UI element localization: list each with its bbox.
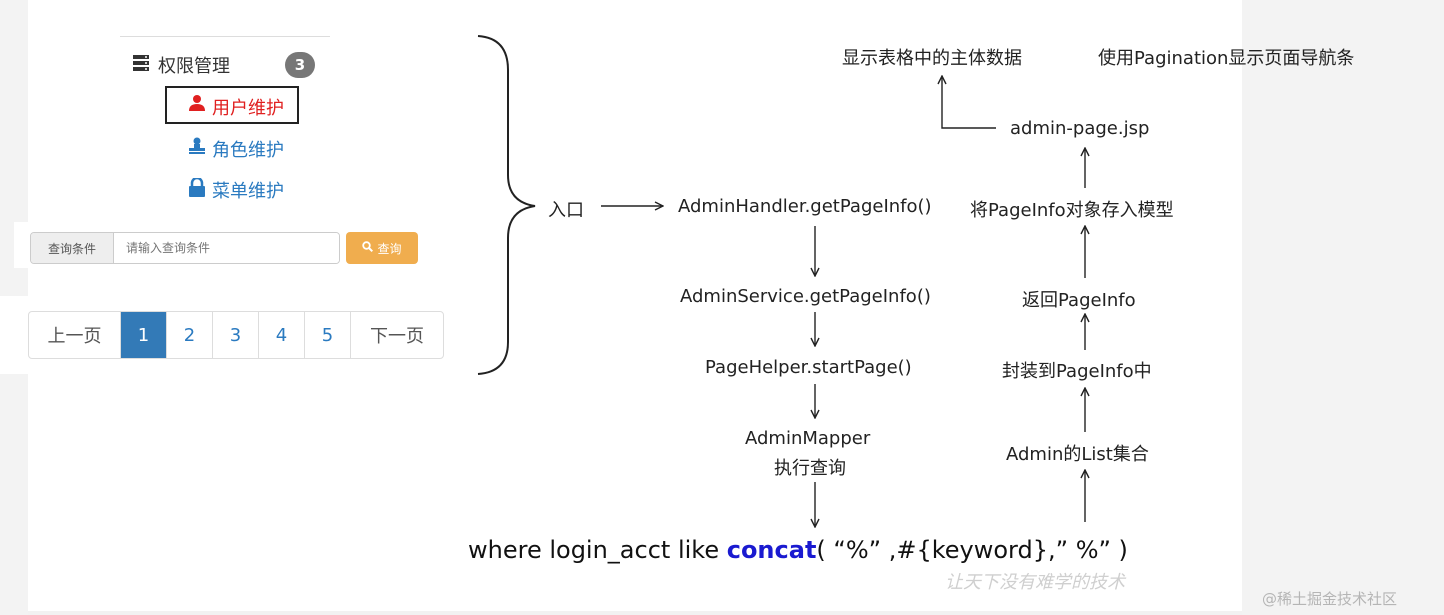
page-2-button[interactable]: 2 bbox=[167, 312, 213, 358]
search-button[interactable]: 查询 bbox=[346, 232, 418, 264]
sidebar-top-divider bbox=[120, 36, 330, 37]
menu-count-badge: 3 bbox=[285, 52, 315, 78]
page-4-button[interactable]: 4 bbox=[259, 312, 305, 358]
entry-label: 入口 bbox=[548, 200, 584, 221]
search-addon-label: 查询条件 bbox=[31, 233, 114, 263]
search-icon bbox=[362, 241, 374, 255]
search-input-group: 查询条件 bbox=[30, 232, 340, 264]
handwritten-watermark: 让天下没有难学的技术 bbox=[945, 572, 1125, 593]
sidebar-item-menu[interactable]: 菜单维护 bbox=[212, 181, 284, 202]
sql-suffix: ( “%” ,#{keyword},” %” ) bbox=[816, 536, 1128, 564]
jsp-label: admin-page.jsp bbox=[1010, 118, 1150, 139]
site-watermark: @稀土掘金技术社区 bbox=[1262, 590, 1398, 608]
mapper-query-label: 执行查询 bbox=[774, 458, 846, 479]
role-icon bbox=[188, 137, 206, 159]
pagehelper-label: PageHelper.startPage() bbox=[705, 357, 912, 378]
pagination-area bbox=[0, 296, 444, 374]
menu-title[interactable]: 权限管理 bbox=[158, 56, 230, 77]
service-label: AdminService.getPageInfo() bbox=[680, 286, 931, 307]
pagination: 上一页 1 2 3 4 5 下一页 bbox=[28, 311, 444, 359]
page-3-button[interactable]: 3 bbox=[213, 312, 259, 358]
search-input[interactable] bbox=[114, 233, 339, 263]
arrow-jsp-to-table bbox=[942, 76, 996, 129]
show-nav-label: 使用Pagination显示页面导航条 bbox=[1098, 48, 1355, 69]
lock-icon bbox=[188, 176, 206, 201]
sql-keyword: concat bbox=[726, 536, 817, 564]
store-model-label: 将PageInfo对象存入模型 bbox=[970, 200, 1174, 221]
page-1-button[interactable]: 1 bbox=[121, 312, 167, 358]
admin-list-label: Admin的List集合 bbox=[1006, 444, 1149, 465]
search-button-label: 查询 bbox=[377, 241, 402, 256]
sidebar-item-user[interactable]: 用户维护 bbox=[212, 98, 284, 119]
mapper-label: AdminMapper bbox=[745, 428, 871, 449]
next-page-button[interactable]: 下一页 bbox=[370, 326, 424, 347]
sql-prefix: where login_acct like bbox=[468, 536, 727, 564]
server-icon bbox=[132, 54, 150, 76]
curly-brace bbox=[477, 35, 536, 375]
prev-page-button[interactable]: 上一页 bbox=[29, 312, 121, 358]
selected-item-highlight bbox=[165, 86, 299, 124]
sql-where-clause: where login_acct like concat( “%” ,#{key… bbox=[468, 536, 1128, 564]
user-icon bbox=[188, 94, 206, 116]
handler-label: AdminHandler.getPageInfo() bbox=[678, 196, 932, 217]
sidebar-item-role[interactable]: 角色维护 bbox=[212, 140, 284, 161]
right-margin bbox=[1242, 0, 1444, 615]
show-table-label: 显示表格中的主体数据 bbox=[842, 48, 1022, 69]
page-5-button[interactable]: 5 bbox=[305, 312, 351, 358]
return-pageinfo-label: 返回PageInfo bbox=[1022, 290, 1136, 311]
wrap-pageinfo-label: 封装到PageInfo中 bbox=[1002, 361, 1152, 382]
